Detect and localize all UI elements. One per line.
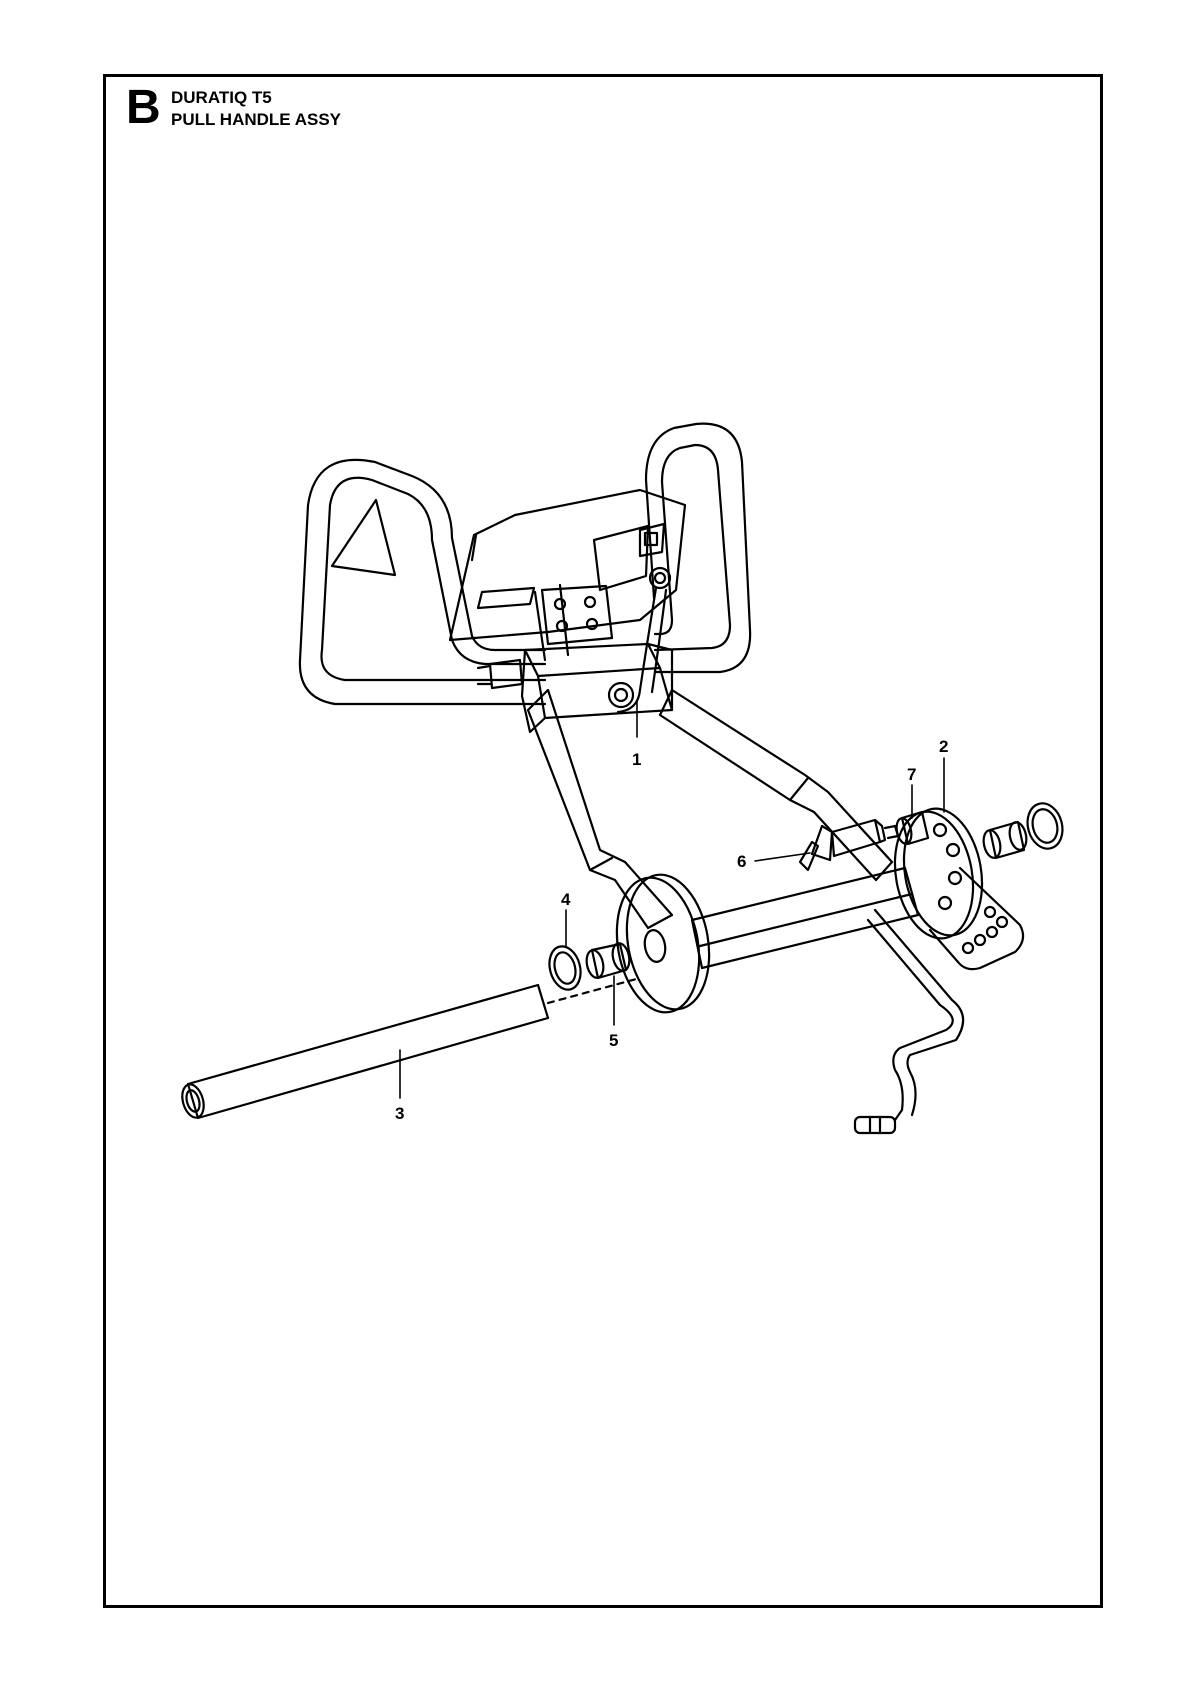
left-frame-arm (526, 688, 674, 930)
long-tube-part-3 (181, 976, 642, 1120)
drawing-frame (103, 74, 1103, 1608)
right-frame-arm (658, 688, 894, 882)
assembly-title: PULL HANDLE ASSY (171, 110, 342, 129)
section-letter: B (126, 81, 161, 134)
callout-2: 2 (939, 737, 948, 756)
bushing-part-5 (585, 942, 631, 980)
bushing-part-7 (895, 810, 930, 846)
mounting-plate (540, 566, 672, 646)
control-console (448, 488, 687, 662)
leader-lines (399, 699, 945, 1099)
callout-4: 4 (561, 890, 571, 909)
axle-tube (690, 866, 920, 970)
right-washer (1026, 802, 1064, 850)
adjustment-plate (928, 866, 1025, 971)
callout-7: 7 (907, 765, 916, 784)
model-title: DURATIQ T5 (171, 88, 272, 107)
handlebar (298, 422, 752, 706)
washer-part-4 (548, 945, 582, 991)
right-wheel (893, 807, 984, 940)
callout-3: 3 (395, 1104, 404, 1123)
adjustment-knob (798, 818, 900, 872)
callout-1: 1 (632, 750, 641, 769)
left-wheel (615, 873, 711, 1014)
cable (616, 586, 965, 1135)
callout-6: 6 (737, 852, 746, 871)
right-bushing (982, 820, 1028, 860)
callout-5: 5 (609, 1031, 618, 1050)
hinge-block (476, 642, 674, 734)
